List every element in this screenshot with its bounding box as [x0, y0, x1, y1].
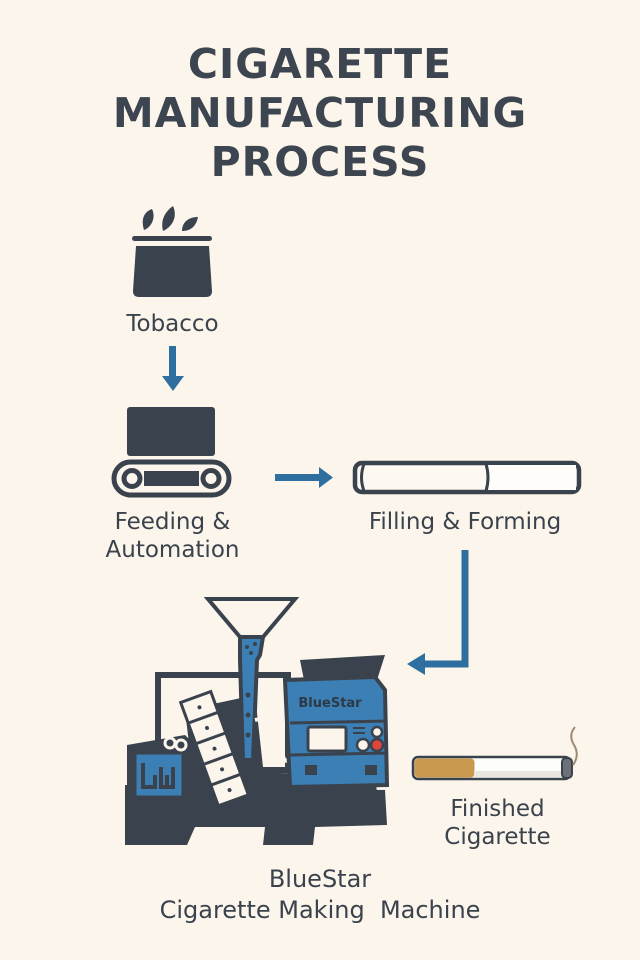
- machine-label-line-2: Cigarette Making Machine: [159, 896, 481, 924]
- feed-ladder: [178, 689, 251, 808]
- machine-brand-label: BlueStar: [298, 696, 362, 711]
- cigarette-machine-icon: BlueStar: [125, 597, 390, 845]
- page-title: CIGARETTE MANUFACTURING PROCESS: [0, 40, 640, 187]
- title-line-2: MANUFACTURING: [112, 89, 528, 137]
- feeding-label-line-2: Automation: [105, 537, 240, 563]
- machine-label-line-1: BlueStar: [268, 865, 372, 893]
- title-line-3: PROCESS: [210, 138, 430, 186]
- feeding-label: Feeding & Automation: [85, 508, 260, 564]
- machine-screen: [306, 725, 348, 753]
- finished-label: Finished Cigarette: [415, 795, 580, 851]
- title-line-1: CIGARETTE: [187, 40, 453, 88]
- machine-label: BlueStar Cigarette Making Machine: [100, 864, 540, 926]
- lit-cigarette-icon: [411, 726, 578, 781]
- conveyor-belt-icon: [111, 407, 232, 498]
- tobacco-bowl-icon: [132, 206, 212, 297]
- cigarette-tube-icon: [352, 460, 582, 495]
- arrow-elbow-icon: [407, 550, 469, 675]
- arrow-down-icon: [162, 346, 184, 391]
- hopper: [203, 597, 300, 639]
- feeding-label-line-1: Feeding &: [114, 509, 231, 535]
- filling-label: Filling & Forming: [368, 509, 562, 535]
- arrow-right-icon: [275, 467, 333, 488]
- tobacco-label: Tobacco: [126, 311, 219, 337]
- finished-label-line-2: Cigarette: [444, 824, 551, 850]
- finished-label-line-1: Finished: [450, 796, 545, 822]
